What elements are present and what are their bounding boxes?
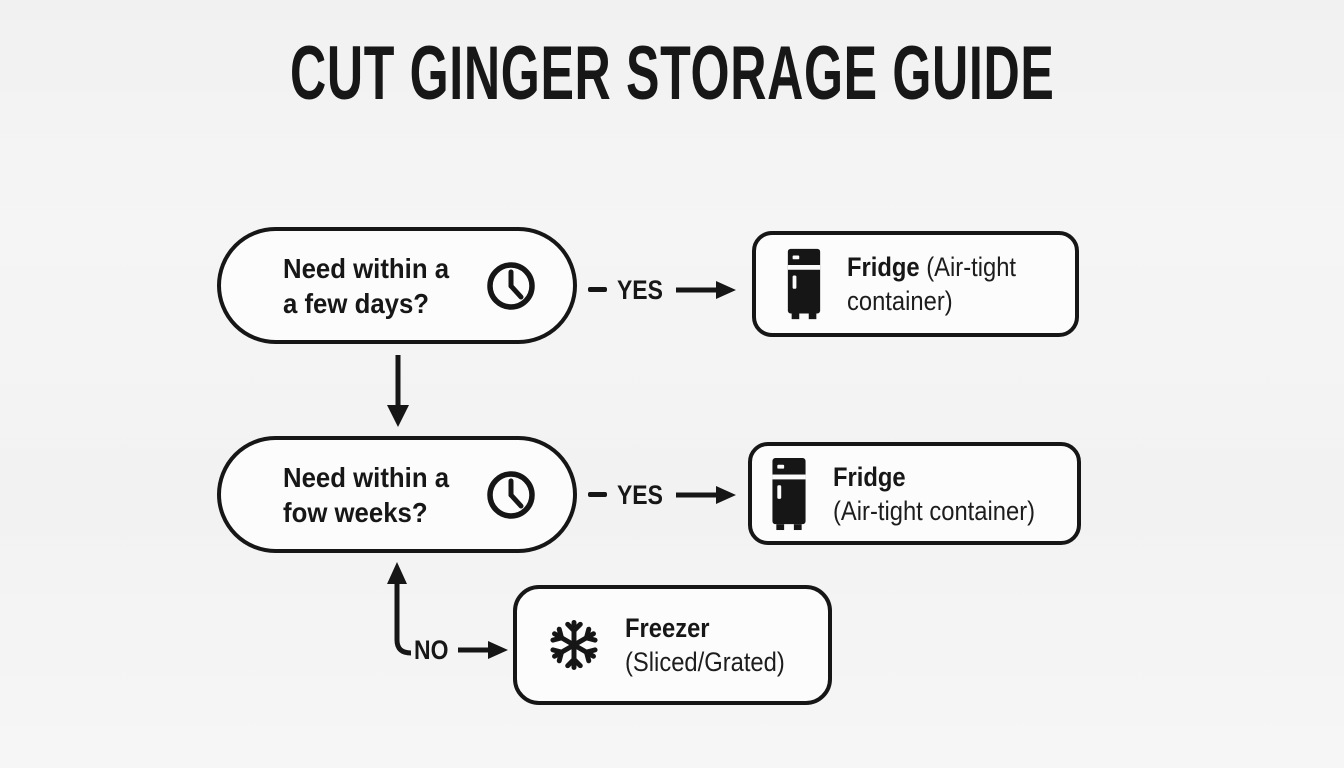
- result-subtitle: (Sliced/Grated): [625, 647, 785, 677]
- no-arrow: [458, 641, 508, 659]
- clock-icon: [485, 469, 537, 521]
- fridge-icon: [769, 457, 809, 531]
- page-title: CUT GINGER STORAGE GUIDE: [0, 34, 1344, 114]
- result-title: Fridge: [847, 252, 920, 282]
- fridge-icon: [785, 247, 823, 321]
- question-text-line1: Need within a: [283, 252, 450, 284]
- question-text: Need within a fow weeks?: [283, 460, 469, 530]
- yes-middle-label: YES: [617, 480, 663, 510]
- result-text: Fridge(Air-tight container): [847, 250, 1016, 318]
- question-text-line2: fow weeks?: [283, 496, 428, 528]
- result-node-fridge-weeks: Fridge (Air-tight container): [748, 442, 1081, 545]
- result-title: Fridge: [833, 461, 906, 492]
- result-text: Freezer (Sliced/Grated): [625, 611, 785, 679]
- question-node-few-days: Need within a a few days?: [217, 227, 577, 344]
- result-subtitle-part2: container): [847, 286, 953, 316]
- result-node-fridge-days: Fridge(Air-tight container): [752, 231, 1079, 337]
- question-text-line2: a few days?: [283, 287, 430, 319]
- yes-middle-arrow: [676, 486, 736, 504]
- no-up-arrow: [387, 562, 412, 656]
- yes-top-arrow: [676, 281, 736, 299]
- no-label: NO: [414, 635, 449, 665]
- question-text: Need within a a few days?: [283, 251, 469, 321]
- yes-middle-dash: [588, 492, 607, 497]
- result-text: Fridge (Air-tight container): [833, 460, 1035, 528]
- snowflake-icon: [547, 618, 601, 672]
- result-node-freezer: Freezer (Sliced/Grated): [513, 585, 832, 705]
- result-title-line: Fridge(Air-tight: [847, 250, 1016, 284]
- result-title: Freezer: [625, 613, 710, 643]
- result-subtitle: (Air-tight container): [833, 495, 1036, 526]
- result-subtitle-part1: (Air-tight: [926, 252, 1017, 282]
- question-node-few-weeks: Need within a fow weeks?: [217, 436, 577, 553]
- yes-top-label: YES: [617, 275, 663, 305]
- page-title-text: CUT GINGER STORAGE GUIDE: [289, 31, 1055, 116]
- down-arrow: [387, 355, 409, 427]
- question-text-line1: Need within a: [283, 461, 450, 493]
- clock-icon: [485, 260, 537, 312]
- yes-top-dash: [588, 287, 607, 292]
